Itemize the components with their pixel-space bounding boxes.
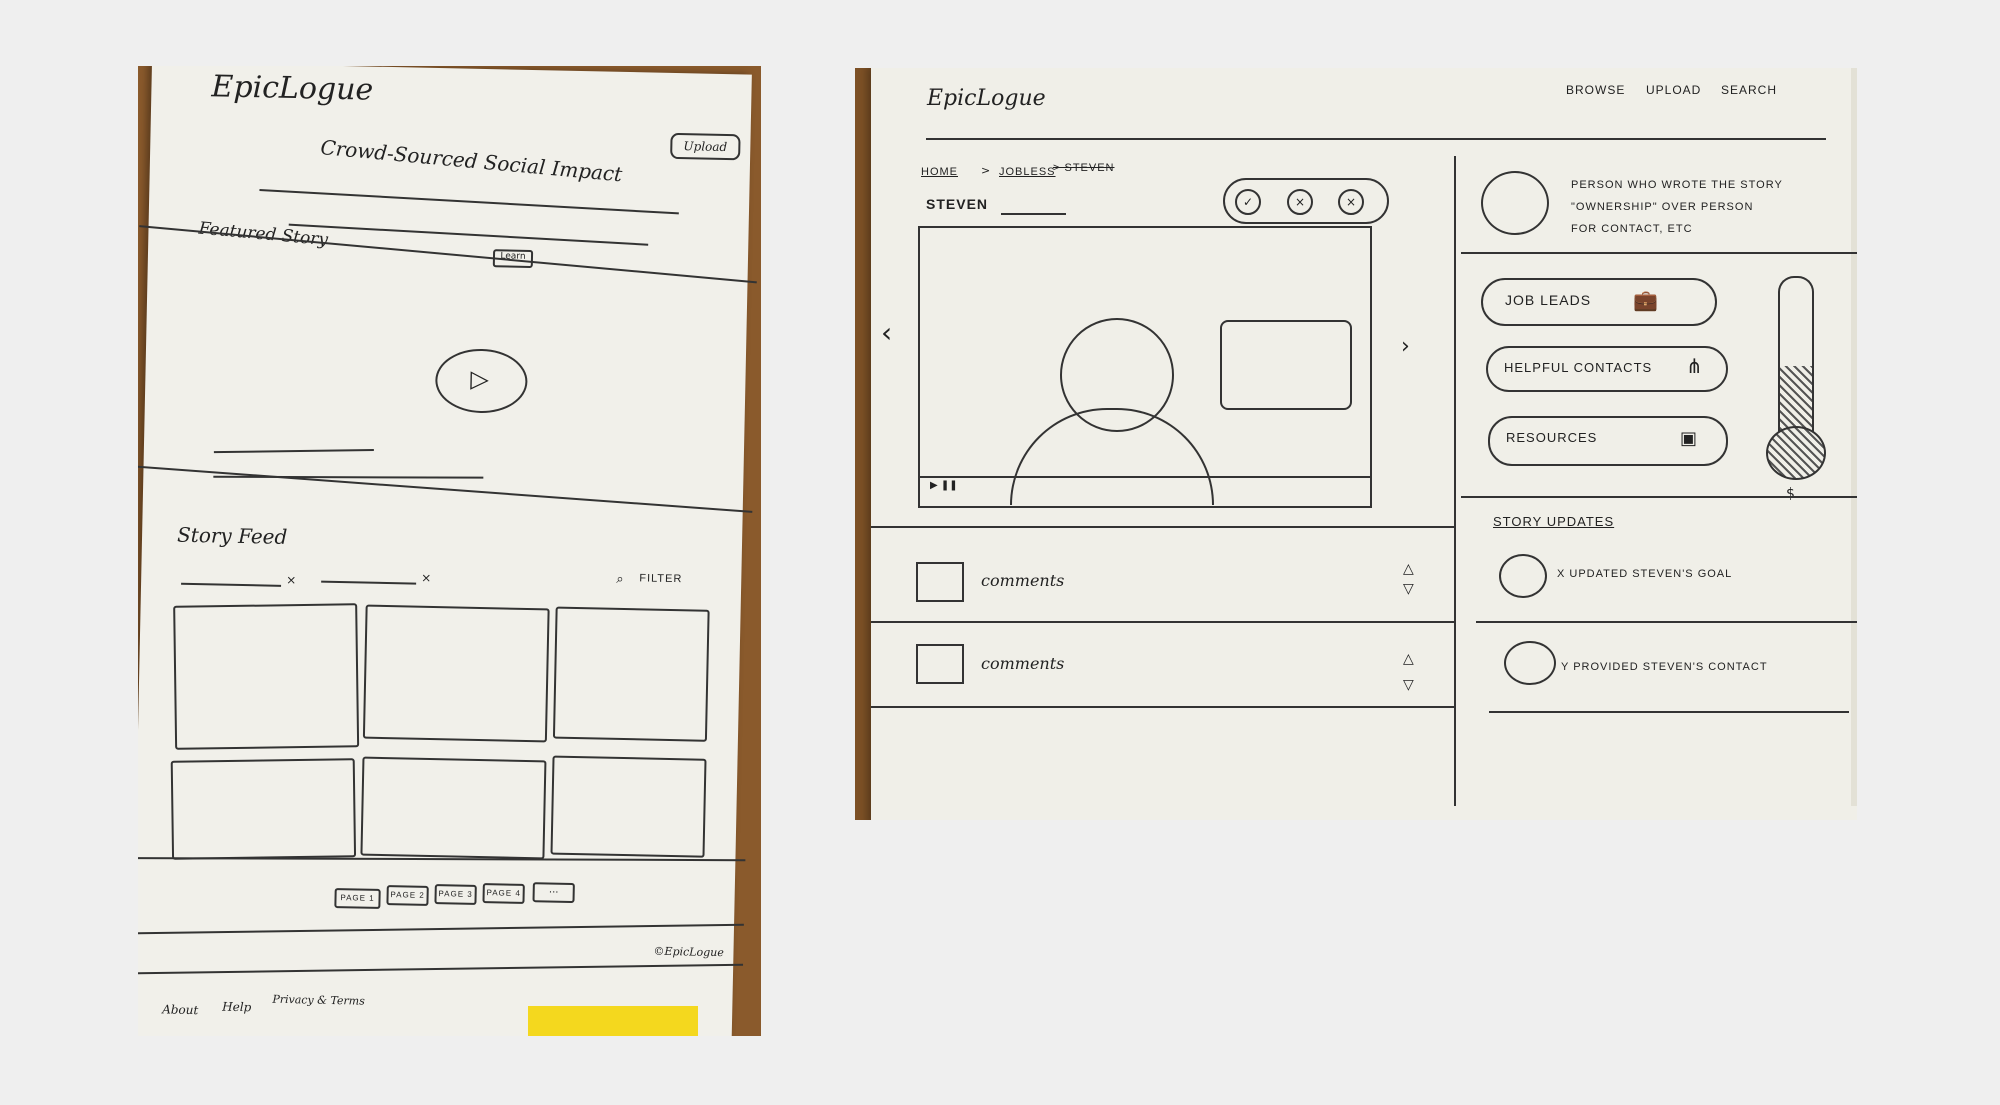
thermometer (1778, 276, 1814, 438)
update-avatar (1504, 641, 1556, 685)
play-icon: ▷ (470, 364, 490, 394)
breadcrumb-jobless[interactable]: JOBLESS (999, 166, 1056, 178)
filter-chip[interactable] (321, 580, 417, 585)
check-icon[interactable]: ✓ (1235, 189, 1261, 215)
briefcase-icon: 💼 (1633, 288, 1658, 312)
column-divider (1454, 156, 1456, 806)
left-sketch-photo: EpicLogue Upload Crowd-Sourced Social Im… (138, 66, 761, 1036)
prev-arrow-icon[interactable]: ‹ (881, 316, 893, 349)
resources-button[interactable]: RESOURCES ▣ (1488, 416, 1728, 466)
button-label: RESOURCES (1506, 430, 1598, 445)
job-leads-button[interactable]: JOB LEADS 💼 (1481, 278, 1717, 326)
close-icon[interactable]: × (421, 570, 432, 585)
vote-icons[interactable]: △▽ (1403, 651, 1414, 693)
page-button[interactable]: ... (532, 882, 575, 904)
close-icon[interactable]: × (1287, 189, 1313, 215)
update-text: X UPDATED STEVEN'S GOAL (1557, 568, 1733, 580)
share-icon: ⋔ (1686, 354, 1703, 378)
breadcrumb-separator: > (981, 164, 991, 177)
footer-link-about[interactable]: About (162, 1002, 199, 1018)
box-icon: ▣ (1680, 428, 1698, 449)
footer-link-help[interactable]: Help (222, 999, 252, 1015)
comment-avatar (916, 562, 964, 602)
subtitle-line (288, 223, 649, 246)
subtitle-line (259, 188, 679, 215)
video-controls-bar (920, 476, 1370, 478)
close-icon[interactable]: × (286, 572, 297, 588)
next-arrow-icon[interactable]: › (1401, 334, 1410, 359)
page-button[interactable]: PAGE 1 (334, 888, 381, 909)
header-divider (926, 138, 1826, 140)
update-text: Y PROVIDED STEVEN'S CONTACT (1561, 661, 1768, 673)
play-pause-icon[interactable]: ▶ ❚❚ (930, 480, 958, 491)
speech-bubble (1220, 320, 1352, 410)
video-player[interactable]: ▶ ❚❚ (918, 226, 1372, 508)
divider (138, 857, 746, 862)
comment-text: comments (981, 571, 1065, 590)
search-icon[interactable]: ⌕ (616, 571, 624, 587)
divider (138, 963, 744, 975)
divider (1461, 496, 1857, 498)
updates-title: STORY UPDATES (1493, 514, 1615, 529)
footer-link-privacy[interactable]: Privacy & Terms (272, 992, 365, 1008)
featured-label: Featured Story (197, 218, 329, 251)
copyright: ©EpicLogue (653, 944, 724, 960)
logo: EpicLogue (211, 69, 374, 108)
breadcrumb-home[interactable]: HOME (921, 166, 958, 178)
story-card[interactable] (170, 758, 357, 860)
button-label: JOB LEADS (1505, 292, 1592, 308)
button-label: HELPFUL CONTACTS (1504, 360, 1653, 375)
helpful-contacts-button[interactable]: HELPFUL CONTACTS ⋔ (1486, 346, 1728, 392)
nav-browse[interactable]: BROWSE (1566, 83, 1626, 97)
divider (871, 621, 1454, 623)
divider (1476, 621, 1857, 623)
nav-upload[interactable]: UPLOAD (1646, 83, 1702, 97)
breadcrumb-steven[interactable]: > STEVEN (1053, 162, 1115, 174)
filter-label[interactable]: FILTER (639, 572, 683, 586)
person-shoulders (1010, 408, 1214, 505)
story-page-sketch: EpicLogue BROWSE UPLOAD SEARCH HOME > JO… (871, 68, 1857, 820)
caption-line (213, 448, 374, 454)
divider (871, 526, 1454, 528)
paper-edge (1851, 68, 1857, 806)
author-avatar (1481, 171, 1549, 235)
update-avatar (1499, 554, 1547, 598)
nav-search[interactable]: SEARCH (1721, 83, 1778, 97)
author-note: PERSON WHO WROTE THE STORY "OWNERSHIP" O… (1571, 179, 1783, 235)
story-card[interactable] (173, 603, 360, 750)
right-sketch-photo: EpicLogue BROWSE UPLOAD SEARCH HOME > JO… (855, 68, 1857, 820)
divider (1461, 252, 1857, 254)
comment-avatar (916, 644, 964, 684)
goal-label: $ (1786, 486, 1795, 502)
thermometer-bulb (1766, 426, 1826, 480)
divider (871, 706, 1454, 708)
landing-page-sketch: EpicLogue Upload Crowd-Sourced Social Im… (138, 66, 757, 1036)
close-icon[interactable]: × (1338, 189, 1364, 215)
feed-title: Story Feed (176, 522, 288, 549)
page-button[interactable]: PAGE 2 (386, 885, 429, 906)
play-button[interactable]: ▷ (434, 348, 529, 414)
vote-icons[interactable]: △▽ (1403, 561, 1414, 597)
title-underline (1001, 213, 1066, 215)
story-card[interactable] (552, 606, 710, 742)
divider (138, 465, 753, 513)
sticky-note (528, 1006, 698, 1036)
upload-button[interactable]: Upload (670, 132, 741, 161)
page-button[interactable]: PAGE 4 (482, 883, 525, 904)
page-button[interactable]: PAGE 3 (434, 884, 477, 905)
comment-text: comments (981, 654, 1065, 673)
divider (138, 923, 744, 935)
divider (1489, 711, 1849, 713)
headline: Crowd-Sourced Social Impact (319, 135, 624, 187)
story-title: STEVEN (926, 196, 989, 212)
logo: EpicLogue (927, 86, 1046, 111)
story-card[interactable] (550, 755, 707, 858)
story-card[interactable] (362, 604, 550, 743)
story-card[interactable] (360, 756, 547, 860)
filter-chip[interactable] (181, 582, 282, 587)
action-group: ✓ × × (1223, 178, 1389, 224)
